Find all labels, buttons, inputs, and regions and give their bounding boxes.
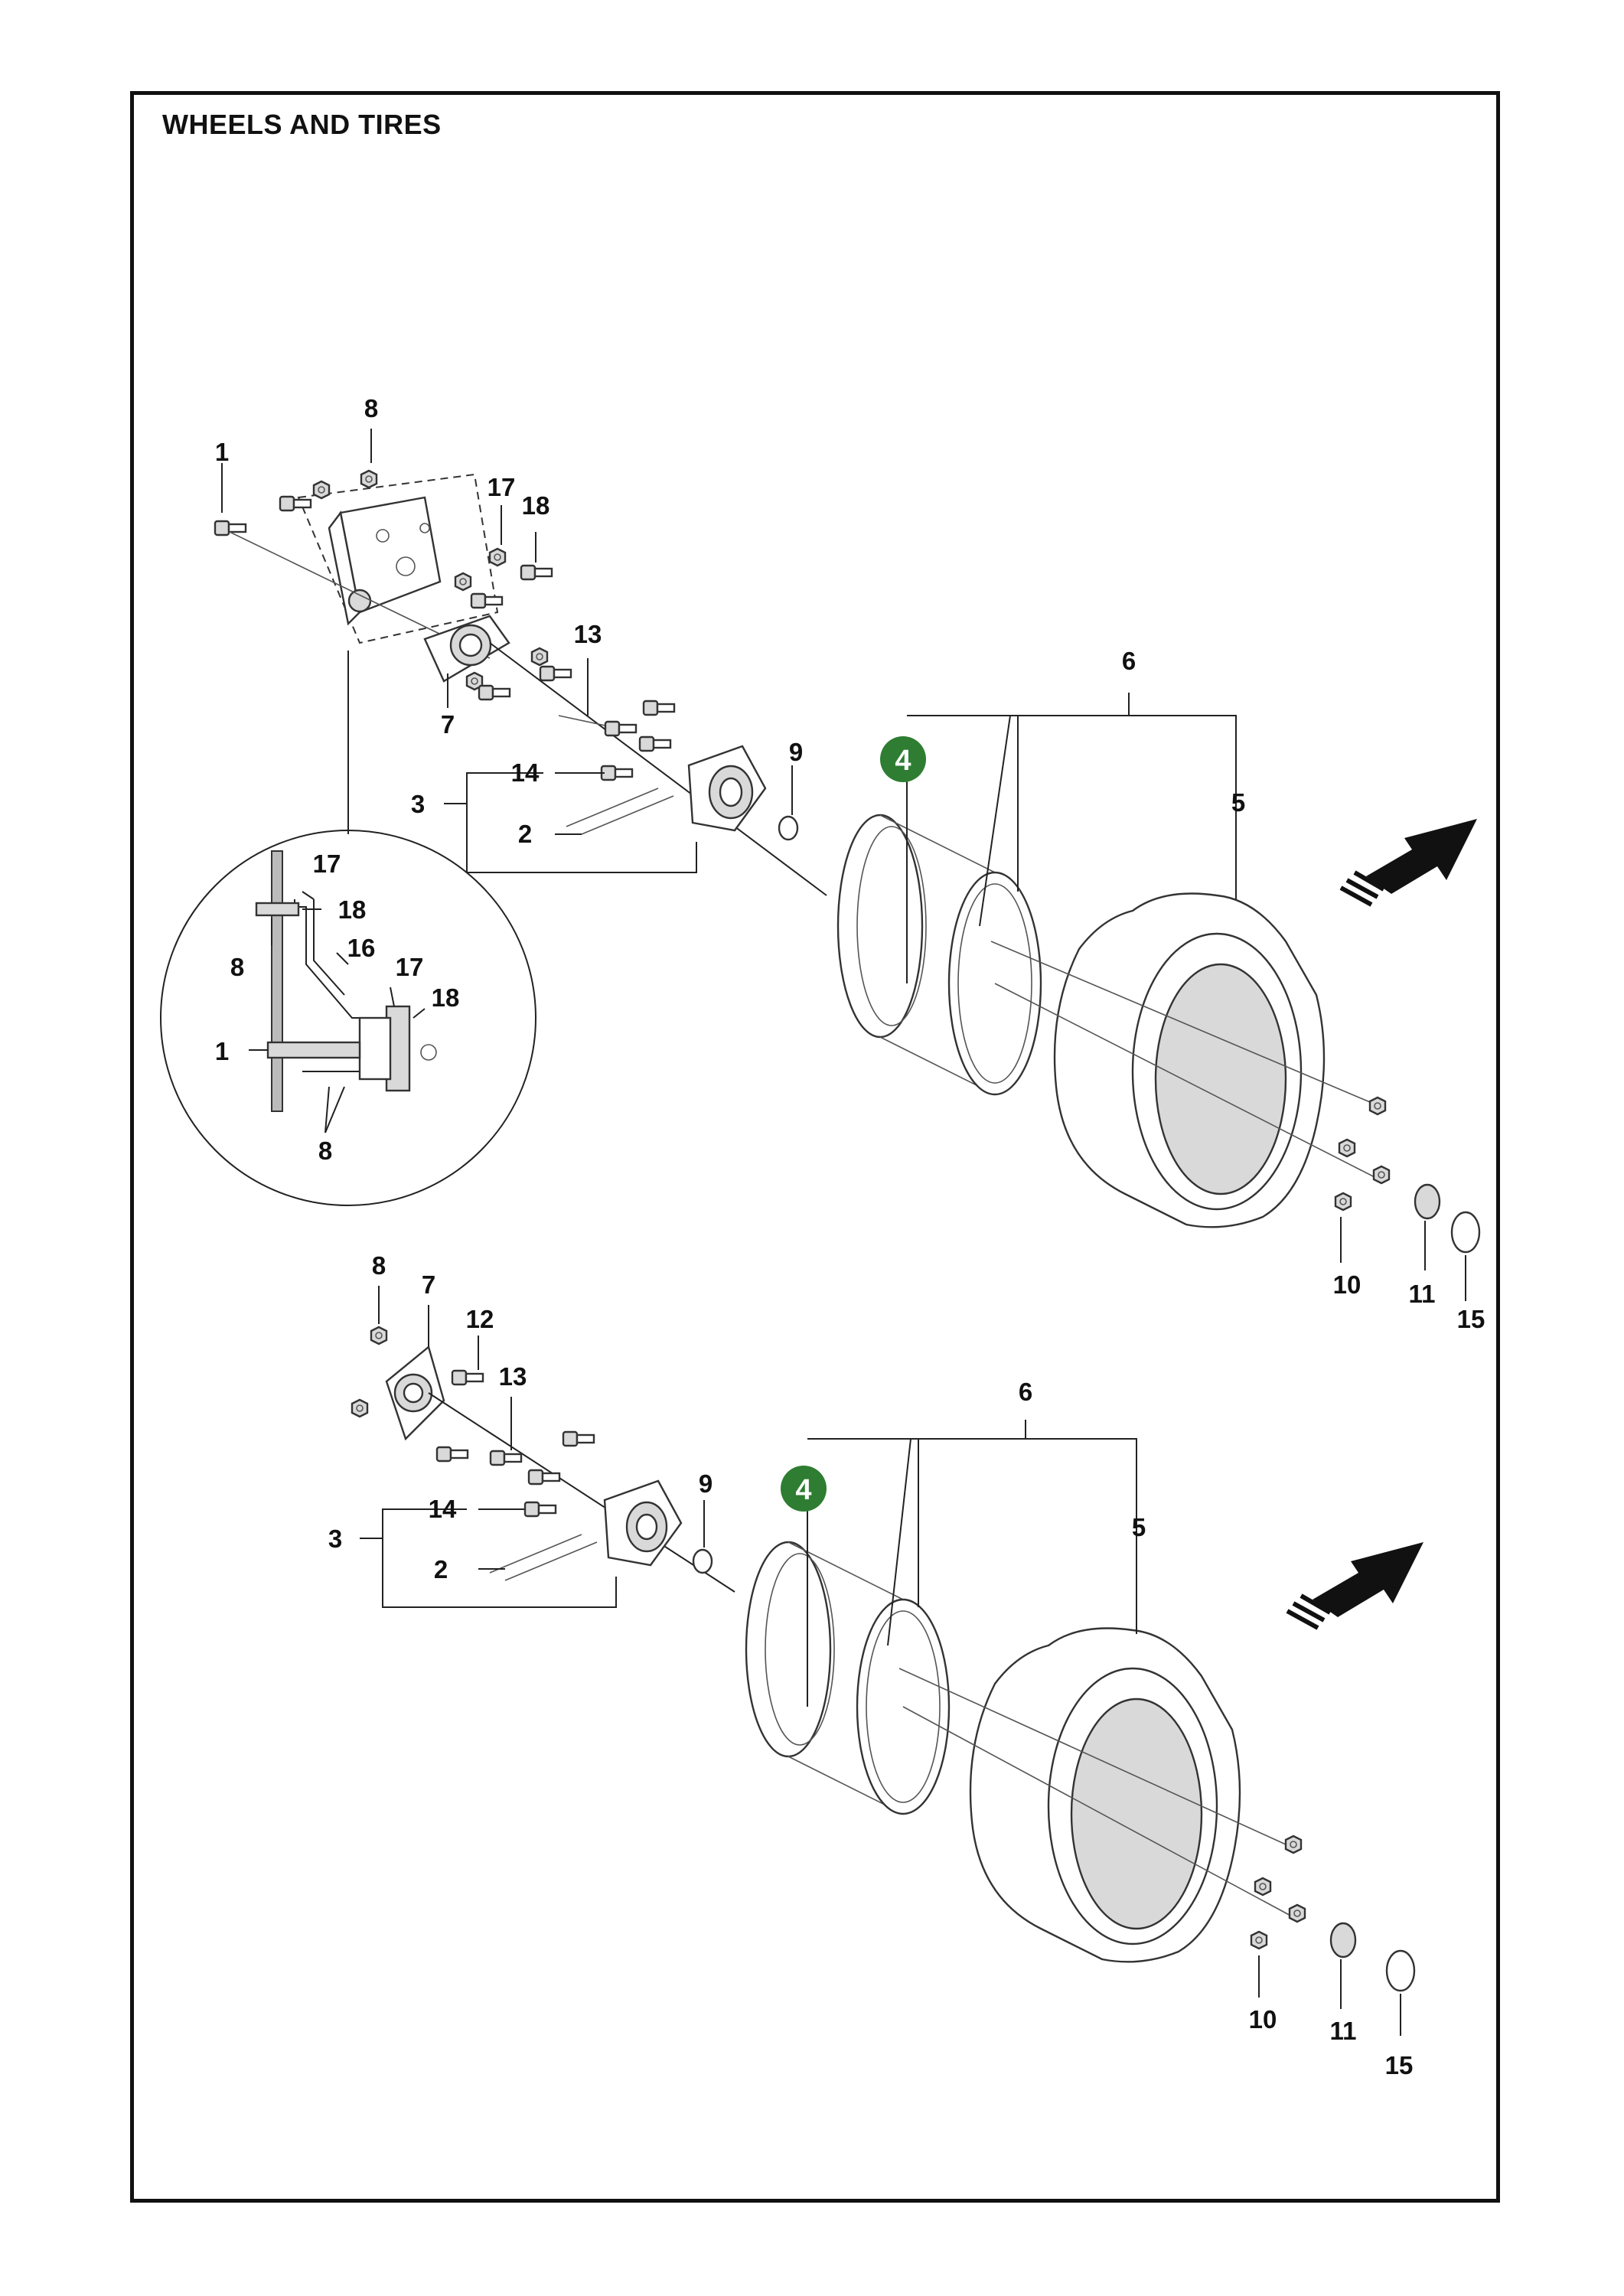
nut-8	[360, 469, 378, 489]
retaining-ring-15-lower	[1385, 1949, 1416, 1992]
detail-label-8b: 8	[318, 1137, 332, 1165]
nut-8-lower	[370, 1326, 388, 1345]
wheel-rim	[836, 814, 1042, 1096]
label-part-10: 10	[1333, 1270, 1361, 1299]
bolt	[279, 495, 312, 512]
label-part-18: 18	[522, 491, 550, 520]
lug-nut-10-lower	[1250, 1930, 1268, 1950]
axle-line	[489, 642, 827, 896]
bracket-outline	[297, 473, 499, 644]
label-part-11-lower: 11	[1330, 2017, 1357, 2045]
label-part-6-lower: 6	[1019, 1378, 1032, 1406]
label-part-3: 3	[411, 790, 425, 818]
label-part-2: 2	[518, 820, 532, 848]
lug-nut	[1372, 1165, 1391, 1185]
detail-label-1: 1	[215, 1037, 229, 1065]
bolt	[470, 592, 504, 609]
bolt-14-lower	[523, 1501, 557, 1518]
label-part-15: 15	[1457, 1305, 1485, 1333]
label-part-13: 13	[574, 620, 602, 648]
lug-nut	[1368, 1096, 1387, 1116]
label-part-8: 8	[364, 394, 378, 422]
lug-nut	[1288, 1903, 1306, 1923]
bolt-14	[600, 765, 634, 781]
hub-cap-11-lower	[1329, 1922, 1357, 1958]
page-frame	[130, 91, 1500, 2203]
detail-label-16: 16	[347, 934, 376, 962]
bolt-12	[451, 1369, 484, 1386]
washer	[530, 647, 549, 667]
label-part-7-lower: 7	[422, 1270, 435, 1299]
lug-nut	[1284, 1835, 1303, 1854]
label-part-15-lower: 15	[1385, 2051, 1414, 2079]
detail-label-18b: 18	[432, 983, 460, 1012]
spacer-9	[778, 815, 799, 841]
bolt	[539, 665, 572, 682]
detail-label-17b: 17	[396, 953, 424, 981]
detail-view	[160, 830, 536, 1206]
tire	[1053, 892, 1326, 1228]
bolt-18	[520, 564, 553, 581]
bolt	[638, 735, 672, 752]
washer-17	[488, 547, 507, 567]
bolt	[604, 720, 638, 737]
label-part-11: 11	[1409, 1280, 1436, 1308]
label-part-2-lower: 2	[434, 1555, 448, 1583]
label-part-13-lower: 13	[499, 1362, 527, 1391]
wheel-hub	[687, 745, 767, 832]
bolt	[527, 1469, 561, 1486]
direction-arrow-lower	[1286, 1542, 1423, 1630]
lug-nut	[1254, 1877, 1272, 1896]
label-part-12: 12	[466, 1305, 494, 1333]
label-part-14-lower: 14	[429, 1495, 457, 1523]
spacer-9-lower	[692, 1548, 713, 1574]
bolt	[642, 700, 676, 716]
hub-cap-11	[1414, 1183, 1441, 1220]
bolt	[489, 1450, 523, 1466]
label-part-5: 5	[1231, 788, 1245, 817]
label-part-9: 9	[789, 738, 803, 766]
label-part-8-lower: 8	[372, 1251, 386, 1280]
label-part-10-lower: 10	[1249, 2005, 1277, 2033]
callout-label: 4	[895, 745, 911, 777]
detail-label-17: 17	[313, 850, 341, 878]
bolt	[435, 1446, 469, 1463]
flange-bearing-7-lower	[385, 1345, 445, 1441]
callout-badge-lower	[781, 1466, 827, 1512]
label-part-7: 7	[441, 710, 455, 739]
flange-bearing-7	[423, 615, 510, 683]
label-part-3-lower: 3	[328, 1525, 342, 1553]
lug-nut-10	[1334, 1192, 1352, 1212]
callout-badge	[880, 736, 926, 782]
upper-assembly: 4 1 8 17 18 13 6 7 14 9 3 2 5 10 11 15 1…	[160, 394, 1485, 1333]
detail-label-8: 8	[230, 953, 244, 981]
page-title: WHEELS AND TIRES	[162, 109, 442, 140]
label-part-5-lower: 5	[1132, 1513, 1146, 1541]
nut	[454, 572, 472, 592]
direction-arrow	[1339, 819, 1477, 907]
label-part-9-lower: 9	[699, 1469, 713, 1498]
nut	[351, 1398, 369, 1418]
label-part-14: 14	[511, 758, 540, 787]
detail-label-18: 18	[338, 895, 367, 924]
label-part-17: 17	[488, 473, 516, 501]
mounting-bracket	[328, 496, 442, 626]
nut	[312, 480, 331, 500]
retaining-ring-15	[1450, 1211, 1481, 1254]
callout-label-lower: 4	[795, 1474, 811, 1506]
lug-nut	[1338, 1138, 1356, 1158]
bolt	[478, 684, 511, 701]
tire-lower	[969, 1627, 1241, 1963]
lower-assembly: 4 8 7 12 13 6 14 9 3 2 5 10 11 15	[328, 1251, 1423, 2079]
bolt	[562, 1430, 595, 1447]
wheel-hub-lower	[603, 1479, 683, 1567]
label-part-6: 6	[1122, 647, 1136, 675]
stud-13	[558, 715, 613, 728]
label-part-1: 1	[215, 438, 229, 466]
